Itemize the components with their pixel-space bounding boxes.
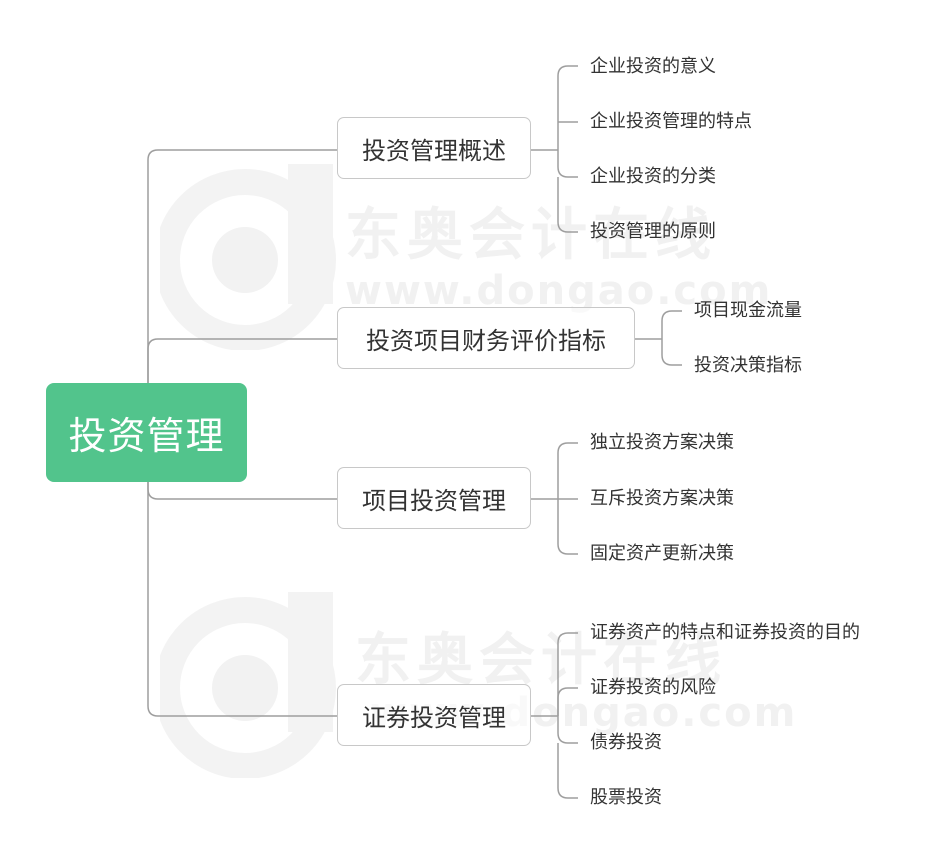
leaf-item[interactable]: 股票投资 — [590, 787, 662, 808]
topic-project-investment-management[interactable]: 项目投资管理 — [337, 467, 531, 529]
leaf-item[interactable]: 企业投资的意义 — [590, 56, 716, 77]
leaf-item[interactable]: 独立投资方案决策 — [590, 432, 734, 453]
leaf-item[interactable]: 固定资产更新决策 — [590, 543, 734, 564]
topic-securities-investment-management[interactable]: 证券投资管理 — [337, 684, 531, 746]
topic-financial-evaluation-indicators[interactable]: 投资项目财务评价指标 — [337, 307, 635, 369]
leaf-item[interactable]: 项目现金流量 — [694, 300, 802, 321]
topic-investment-overview[interactable]: 投资管理概述 — [337, 117, 531, 179]
leaf-item[interactable]: 互斥投资方案决策 — [590, 488, 734, 509]
leaf-item[interactable]: 企业投资管理的特点 — [590, 111, 752, 132]
leaf-item[interactable]: 证券投资的风险 — [590, 677, 716, 698]
root-node[interactable]: 投资管理 — [46, 383, 247, 482]
leaf-item[interactable]: 投资决策指标 — [694, 355, 802, 376]
leaf-item[interactable]: 投资管理的原则 — [590, 221, 716, 242]
leaf-item[interactable]: 企业投资的分类 — [590, 166, 716, 187]
leaf-item[interactable]: 债券投资 — [590, 732, 662, 753]
leaf-item[interactable]: 证券资产的特点和证券投资的目的 — [590, 622, 860, 643]
